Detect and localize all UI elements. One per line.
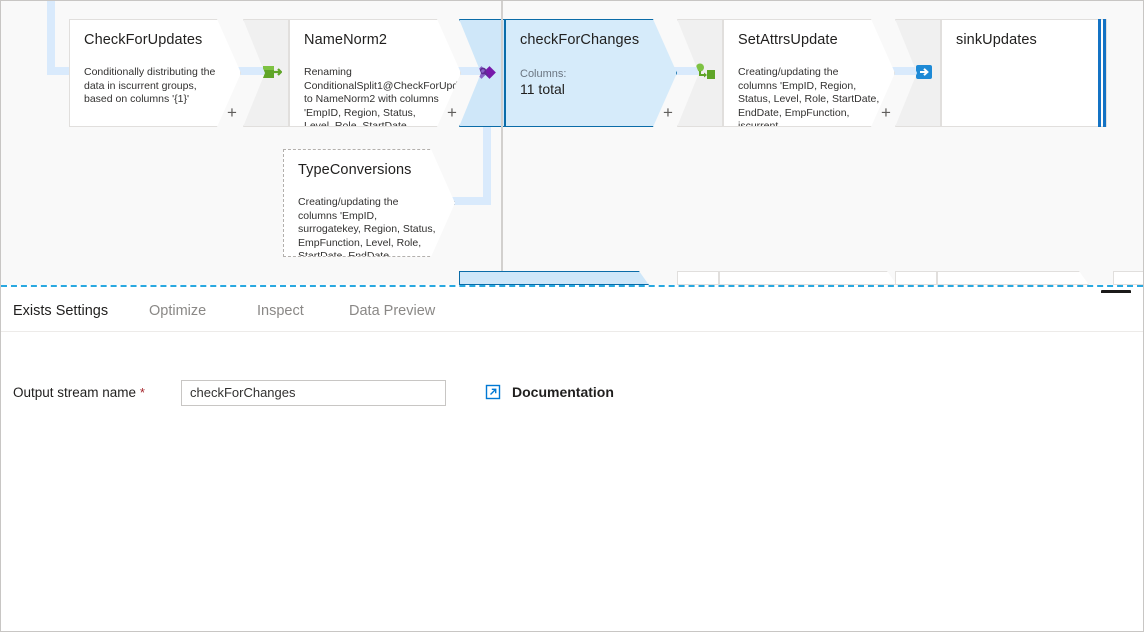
wire-in-top	[47, 1, 55, 71]
tab-data-preview[interactable]: Data Preview	[349, 303, 436, 319]
settings-panel: Exists Settings Optimize Inspect Data Pr…	[1, 293, 1143, 631]
canvas-guide-rule	[501, 1, 503, 285]
node-icon-panel	[243, 19, 289, 127]
exists-icon	[475, 62, 498, 85]
wire-typeconversions-vertical	[483, 121, 491, 205]
tab-optimize[interactable]: Optimize	[149, 303, 207, 319]
wire-typeconversions-horizontal	[449, 197, 491, 205]
node-add-button[interactable]: +	[447, 103, 457, 122]
row2-node-a[interactable]	[677, 271, 719, 285]
sink-icon	[914, 63, 934, 84]
row2-node-b[interactable]	[719, 271, 897, 285]
node-add-button[interactable]: +	[227, 103, 237, 122]
output-stream-name-label: Output stream name *	[13, 385, 145, 400]
node-body[interactable]: checkForChanges Columns: 11 total	[505, 19, 677, 127]
node-sinkupdates[interactable]: sinkUpdates	[895, 19, 1107, 127]
node-columns-label: Columns:	[520, 68, 567, 80]
node-add-button[interactable]: +	[663, 103, 673, 122]
node-body[interactable]: SetAttrsUpdate Creating/updating the col…	[723, 19, 895, 127]
label-text: Output stream name	[13, 385, 137, 400]
node-description: Renaming ConditionalSplit1@CheckForUpdat…	[304, 66, 461, 127]
required-marker: *	[139, 385, 145, 400]
node-add-button[interactable]: +	[881, 103, 891, 122]
wire-setattrsupdate-to-sinkupdates	[885, 67, 921, 75]
node-description: Creating/updating the columns 'EmpID, Re…	[738, 66, 880, 127]
node-body[interactable]: sinkUpdates	[941, 19, 1107, 127]
node-title: TypeConversions	[298, 162, 412, 178]
node-description: Conditionally distributing the data in i…	[84, 66, 216, 105]
node-checkforchanges[interactable]: checkForChanges Columns: 11 total +	[459, 19, 679, 127]
node-description: Creating/updating the columns 'EmpID, su…	[298, 196, 436, 257]
node-icon-panel	[677, 19, 723, 127]
node-columns-value: 11 total	[520, 81, 565, 97]
row2-node-d[interactable]	[937, 271, 1089, 285]
node-typeconversions[interactable]: TypeConversions Creating/updating the co…	[283, 149, 455, 257]
row2-node-c[interactable]	[895, 271, 937, 285]
external-link-icon[interactable]	[485, 384, 501, 403]
documentation-link[interactable]: Documentation	[512, 384, 614, 400]
node-icon-panel	[459, 19, 505, 127]
node-title: sinkUpdates	[956, 32, 1037, 48]
wire-namenorm2-to-checkforchanges	[447, 67, 483, 75]
wire-checkforchanges-to-setattrsupdate	[667, 67, 707, 75]
sink-accent-bar-1	[1098, 19, 1101, 127]
node-title: checkForChanges	[520, 32, 640, 48]
tab-inspect[interactable]: Inspect	[257, 303, 304, 319]
panel-splitter[interactable]	[1, 285, 1143, 288]
settings-tabs: Exists Settings Optimize Inspect Data Pr…	[1, 293, 1143, 332]
wire-in-horizontal	[47, 67, 83, 75]
node-title: SetAttrsUpdate	[738, 32, 838, 48]
node-body[interactable]: CheckForUpdates Conditionally distributi…	[69, 19, 241, 127]
node-setattrsupdate[interactable]: SetAttrsUpdate Creating/updating the col…	[677, 19, 897, 127]
node-body[interactable]: NameNorm2 Renaming ConditionalSplit1@Che…	[289, 19, 461, 127]
node-title: NameNorm2	[304, 32, 388, 48]
select-icon	[262, 64, 283, 83]
panel-resize-grip[interactable]	[1101, 290, 1131, 294]
wire-checkforupdates-to-namenorm2	[229, 67, 271, 75]
tab-exists-settings[interactable]: Exists Settings	[13, 303, 109, 319]
sink-accent-bar-2	[1103, 19, 1106, 127]
node-checkforupdates[interactable]: CheckForUpdates Conditionally distributi…	[69, 19, 247, 127]
row2-node-selected[interactable]	[459, 271, 649, 285]
output-stream-name-input[interactable]: checkForChanges	[181, 380, 446, 406]
derived-column-icon	[694, 63, 716, 84]
node-title: CheckForUpdates	[84, 32, 203, 48]
row2-node-e[interactable]	[1113, 271, 1143, 285]
node-namenorm2[interactable]: NameNorm2 Renaming ConditionalSplit1@Che…	[243, 19, 463, 127]
dataflow-canvas[interactable]: CheckForUpdates Conditionally distributi…	[1, 1, 1143, 285]
node-body[interactable]: TypeConversions Creating/updating the co…	[283, 149, 455, 257]
node-icon-panel	[895, 19, 941, 127]
